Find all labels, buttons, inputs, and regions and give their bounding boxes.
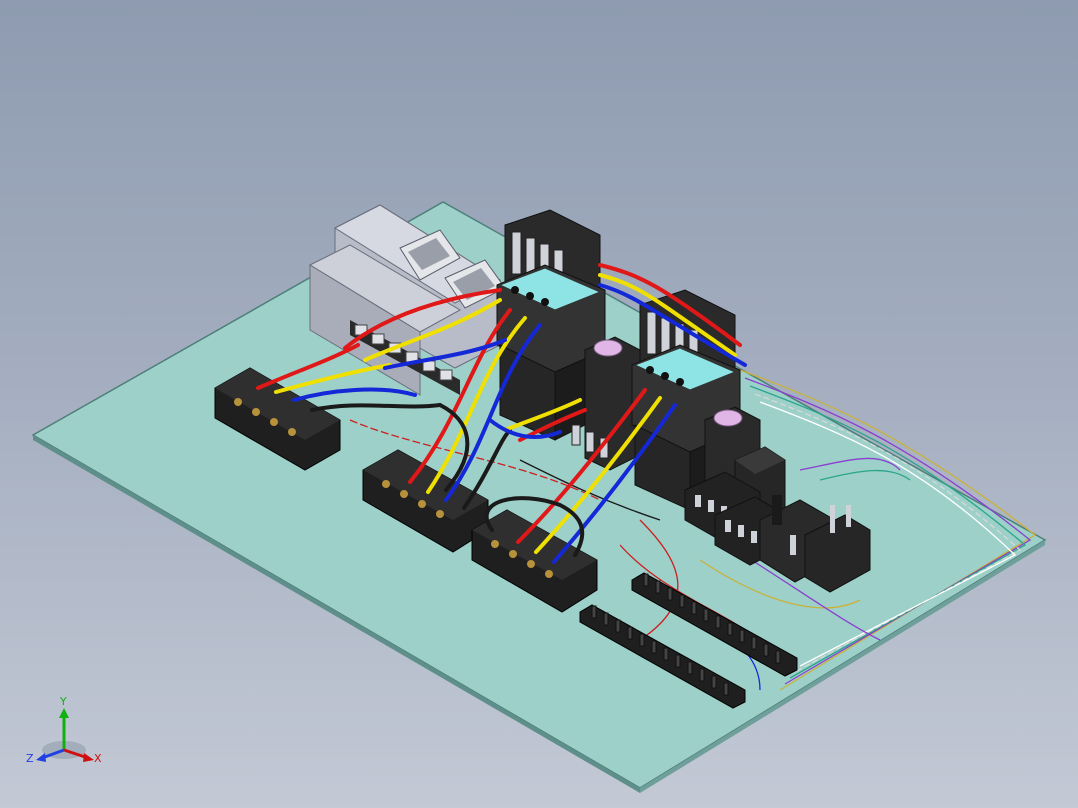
wire-blue-5 <box>598 283 747 367</box>
terminal-block-main-screws <box>234 398 296 436</box>
wire-black-2 <box>438 403 470 492</box>
terminal-block-3-screws <box>491 540 553 578</box>
triad-z-axis <box>41 748 65 760</box>
triad-x-label: X <box>94 752 102 765</box>
terminal-block-2[interactable] <box>362 449 489 553</box>
wire-red-5 <box>598 263 742 347</box>
terminal-block-2-screws <box>382 480 444 518</box>
terminal-strip-2[interactable] <box>631 572 798 677</box>
terminal-block-3[interactable] <box>471 509 598 613</box>
wire-black-3 <box>462 428 512 510</box>
wire-red-2 <box>408 308 512 484</box>
wire-black-4 <box>484 496 585 557</box>
wire-red-4 <box>343 288 502 350</box>
wire-blue-3 <box>552 403 677 564</box>
wire-yellow-3 <box>534 396 662 554</box>
wire-yellow-4 <box>363 298 502 362</box>
terminal-strip-1[interactable] <box>579 604 746 709</box>
wire-blue-1 <box>292 387 417 402</box>
power-wiring <box>256 263 747 564</box>
wire-blue-4 <box>383 338 507 370</box>
wire-red-1 <box>256 343 360 390</box>
triad-x-arrow <box>83 753 94 762</box>
mounting-board-edge <box>33 435 640 793</box>
triad-y-arrow <box>59 708 69 718</box>
power-supply-module[interactable] <box>804 505 871 593</box>
circuit-breaker[interactable] <box>308 204 506 396</box>
overload-relay-1[interactable] <box>571 336 641 471</box>
wire-blue-6 <box>488 418 562 439</box>
wire-yellow-6 <box>503 398 582 432</box>
terminal-block-main[interactable] <box>214 367 341 471</box>
triad-y-label: Y <box>59 695 67 708</box>
triad-z-arrow <box>36 753 46 762</box>
wire-blue-2 <box>444 323 542 502</box>
triad-z-label: Z <box>26 752 34 765</box>
wire-red-3 <box>516 388 647 544</box>
wire-black-1 <box>310 403 442 412</box>
mounting-board-edge-right <box>640 540 1045 793</box>
wire-yellow-1 <box>274 363 392 394</box>
orientation-triad[interactable]: Y X Z <box>22 690 112 780</box>
wire-yellow-2 <box>426 316 527 494</box>
wire-yellow-5 <box>598 273 737 357</box>
